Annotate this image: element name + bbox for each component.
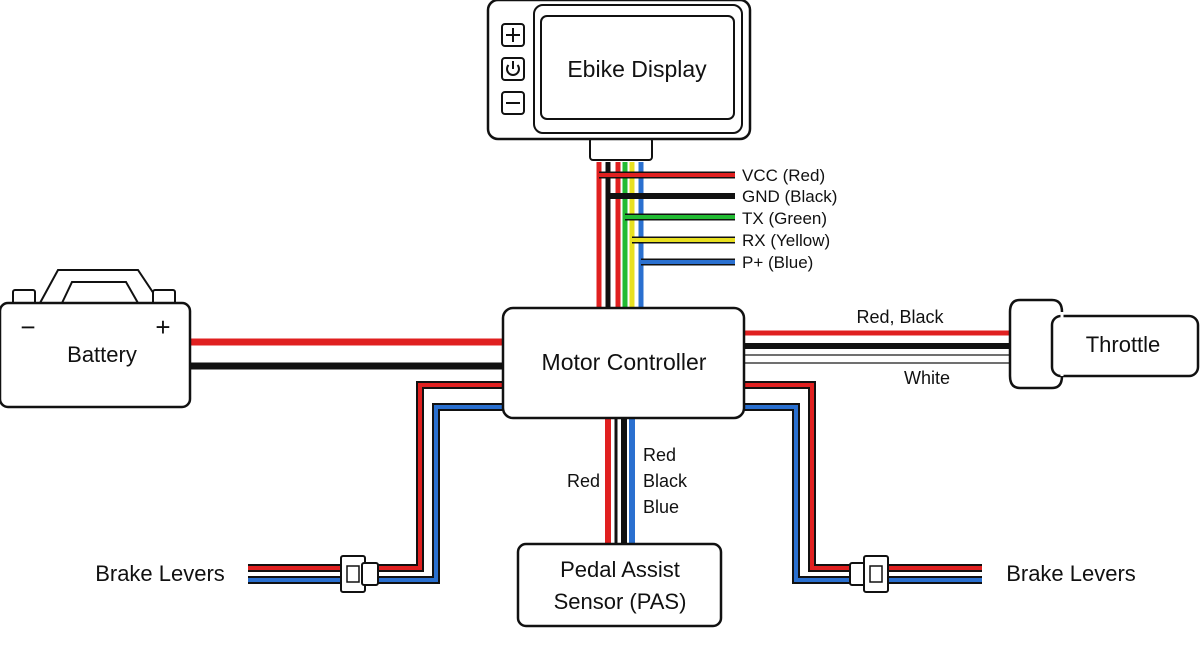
left-connector-plug (361, 562, 379, 586)
wire-label-rx: RX (Yellow) (742, 231, 830, 250)
display-wire-bundle (594, 158, 735, 308)
wire-label-p-plus: P+ (Blue) (742, 253, 813, 272)
display-connector (589, 137, 653, 161)
left-brake-red-wire (376, 383, 503, 570)
pas-wires: Red Red Black Blue (567, 418, 688, 545)
ebike-display: Ebike Display (486, 0, 752, 161)
pas-right-label-red: Red (643, 445, 676, 465)
right-brake-wires (744, 381, 982, 584)
right-brake-red-wire (744, 383, 854, 570)
throttle-wire-bottom-label: White (904, 368, 950, 388)
left-brake-label: Brake Levers (95, 561, 225, 586)
battery-plus-label: + (155, 312, 170, 342)
right-brake-label: Brake Levers (1006, 561, 1136, 586)
battery-body (0, 301, 192, 409)
pas-left-label: Red (567, 471, 600, 491)
pas-label-line1: Pedal Assist (560, 557, 680, 582)
display-wire-labels: VCC (Red) GND (Black) TX (Green) RX (Yel… (742, 166, 837, 272)
display-screen (540, 15, 735, 120)
battery-label: Battery (67, 342, 137, 367)
left-brake-blue-outline (376, 403, 503, 584)
wire-label-gnd: GND (Black) (742, 187, 837, 206)
battery-lid (38, 269, 162, 304)
battery: − + Battery (0, 269, 192, 409)
right-brake-blue-wire (744, 405, 854, 582)
throttle-wires: Red, Black White (743, 307, 1013, 388)
pas-box (516, 542, 723, 628)
battery-handle (61, 281, 139, 304)
throttle-lever (1008, 298, 1064, 390)
throttle-grip (1050, 314, 1200, 378)
left-brake-connector (340, 555, 379, 593)
power-icon (506, 64, 520, 76)
throttle-label: Throttle (1086, 332, 1161, 357)
right-brake-connector (849, 555, 889, 593)
left-connector-latch (346, 565, 360, 583)
left-brake-blue-wire (376, 405, 503, 582)
motor-controller: Motor Controller (501, 306, 746, 420)
pedal-assist-sensor: Pedal Assist Sensor (PAS) (516, 542, 723, 628)
pas-right-label-black: Black (643, 471, 688, 491)
pas-right-label-blue: Blue (643, 497, 679, 517)
battery-minus-label: − (20, 312, 35, 342)
battery-wires (190, 338, 503, 370)
throttle-white-wire (743, 354, 1013, 364)
pas-label-line2: Sensor (PAS) (554, 589, 687, 614)
throttle-wire-top-label: Red, Black (856, 307, 944, 327)
right-connector-latch (869, 565, 883, 583)
left-brake-wires (248, 381, 503, 584)
plus-icon (506, 28, 520, 42)
throttle: Throttle (1008, 298, 1200, 390)
display-title: Ebike Display (567, 56, 707, 82)
controller-box (501, 306, 746, 420)
controller-label: Motor Controller (542, 349, 707, 375)
right-brake-blue-outline (744, 403, 854, 584)
wire-label-vcc: VCC (Red) (742, 166, 825, 185)
wire-label-tx: TX (Green) (742, 209, 827, 228)
